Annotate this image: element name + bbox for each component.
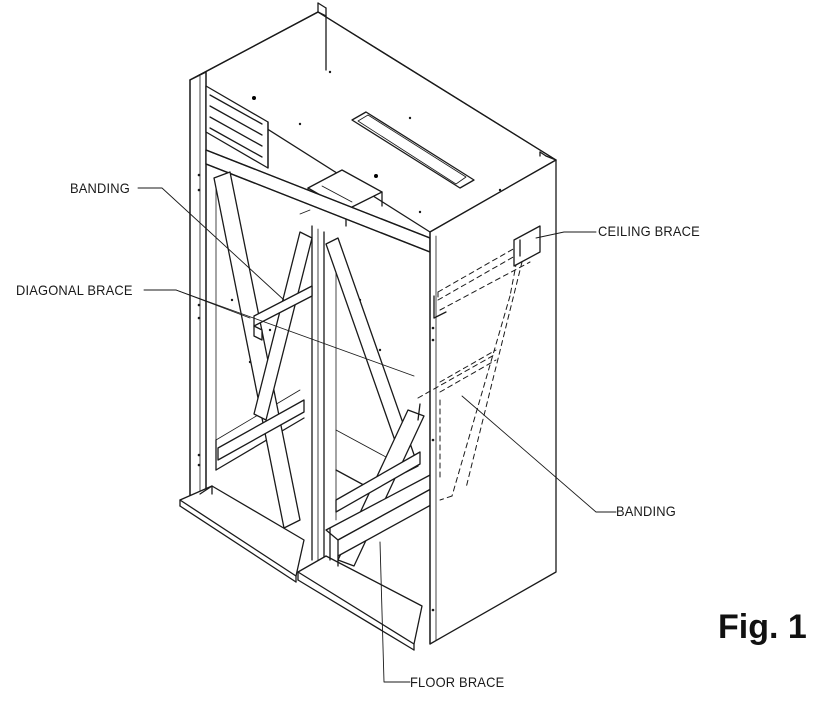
label-floor-brace: FLOOR BRACE xyxy=(410,674,505,690)
label-ceiling-brace: CEILING BRACE xyxy=(598,223,700,239)
label-diagonal-brace: DIAGONAL BRACE xyxy=(16,282,133,298)
left-frame xyxy=(189,71,269,499)
top-rail xyxy=(205,149,431,253)
banding-rails xyxy=(217,285,421,513)
center-mullion xyxy=(311,225,325,561)
right-side-panel xyxy=(417,151,557,645)
top-panel xyxy=(189,2,557,233)
floor-ramp-left xyxy=(179,485,305,583)
floor-ramp-right xyxy=(297,555,423,651)
label-banding-bottom: BANDING xyxy=(616,503,676,519)
figure-label: Fig. 1 xyxy=(718,608,807,646)
diagonal-braces xyxy=(213,171,425,567)
label-banding-top: BANDING xyxy=(70,180,130,196)
interior xyxy=(215,177,411,521)
leader-lines xyxy=(137,187,617,683)
floor-brace xyxy=(325,473,441,567)
